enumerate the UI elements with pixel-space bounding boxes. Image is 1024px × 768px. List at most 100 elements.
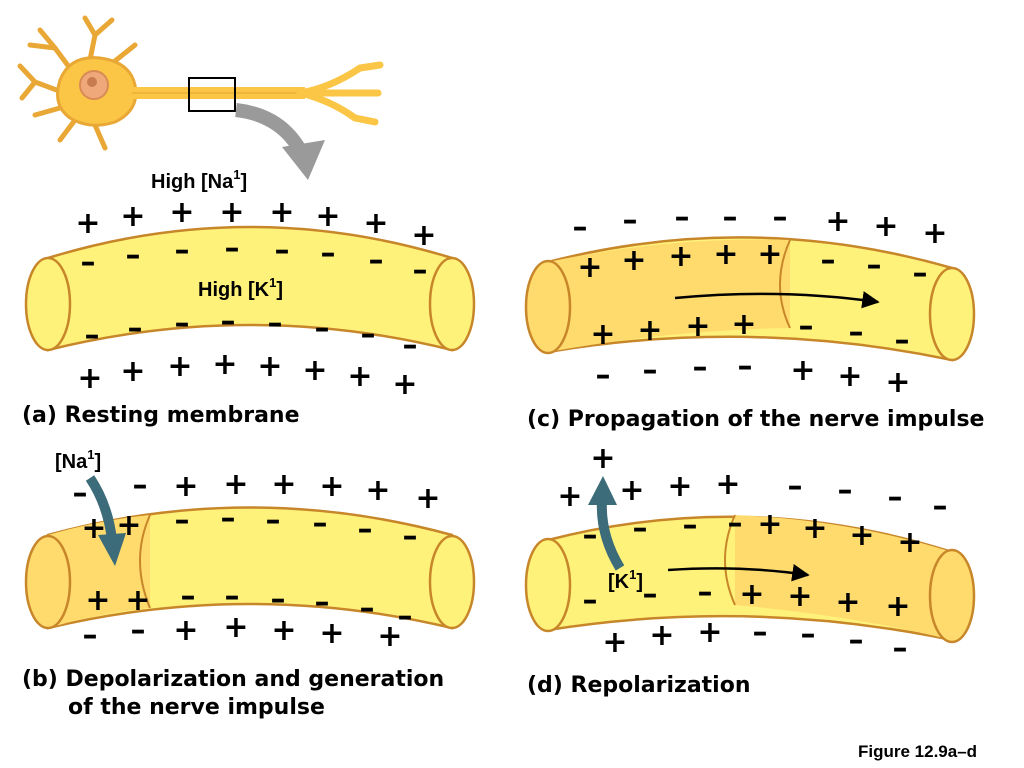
plus-charge: +	[873, 209, 898, 244]
plus-charge: +	[75, 206, 100, 241]
gray-curved-arrow-icon	[235, 103, 325, 180]
plus-charge: +	[757, 507, 782, 542]
minus-charge: –	[723, 200, 738, 235]
plus-charge: +	[885, 589, 910, 624]
plus-charge: +	[347, 359, 372, 394]
minus-charge: –	[131, 613, 146, 648]
minus-charge: –	[728, 506, 743, 541]
plus-charge: +	[602, 625, 627, 660]
plus-charge: +	[621, 243, 646, 278]
minus-charge: –	[360, 591, 375, 626]
minus-charge: –	[838, 473, 853, 508]
plus-charge: +	[731, 307, 756, 342]
high-k-label: High [K1]	[198, 275, 283, 301]
plus-charge: +	[167, 349, 192, 384]
impulse-arrow-icon	[674, 291, 880, 309]
minus-charge: –	[849, 623, 864, 658]
minus-charge: –	[801, 617, 816, 652]
plus-charge: +	[637, 313, 662, 348]
plus-charge: +	[116, 508, 141, 543]
minus-charge: –	[596, 358, 611, 393]
membrane-panel-d	[524, 514, 976, 644]
minus-charge: –	[753, 615, 768, 650]
plus-charge: +	[790, 353, 815, 388]
impulse-arrow-icon	[667, 564, 810, 582]
minus-charge: –	[128, 311, 143, 346]
minus-charge: –	[675, 200, 690, 235]
plus-charge: +	[81, 511, 106, 546]
plus-charge: +	[363, 206, 388, 241]
minus-charge: –	[893, 631, 908, 666]
minus-charge: –	[633, 511, 648, 546]
plus-charge: +	[837, 359, 862, 394]
minus-charge: –	[933, 489, 948, 524]
minus-charge: –	[133, 468, 148, 503]
minus-charge: –	[888, 480, 903, 515]
minus-charge: –	[583, 518, 598, 553]
minus-charge: –	[573, 210, 588, 245]
plus-charge: +	[825, 204, 850, 239]
plus-charge: +	[302, 353, 327, 388]
plus-charge: +	[377, 619, 402, 654]
plus-charge: +	[219, 195, 244, 230]
plus-charge: +	[212, 347, 237, 382]
minus-charge: –	[321, 236, 336, 271]
plus-charge: +	[269, 195, 294, 230]
minus-charge: –	[867, 248, 882, 283]
minus-charge: –	[268, 306, 283, 341]
plus-charge: +	[667, 469, 692, 504]
plus-charge: +	[590, 441, 615, 476]
plus-charge: +	[223, 610, 248, 645]
high-na-label: High [Na1]	[151, 167, 247, 193]
plus-charge: +	[365, 473, 390, 508]
minus-charge: –	[181, 579, 196, 614]
minus-charge: –	[358, 512, 373, 547]
caption-d: (d) Repolarization	[527, 673, 751, 698]
minus-charge: –	[266, 503, 281, 538]
plus-charge: +	[120, 354, 145, 389]
caption-b-line2: of the nerve impulse	[68, 695, 325, 720]
minus-charge: –	[313, 506, 328, 541]
plus-charge: +	[415, 481, 440, 516]
minus-charge: –	[773, 200, 788, 235]
plus-charge: +	[271, 467, 296, 502]
plus-charge: +	[649, 618, 674, 653]
neuron-icon	[17, 15, 384, 151]
plus-charge: +	[271, 613, 296, 648]
minus-charge: –	[126, 238, 141, 273]
minus-charge: –	[85, 318, 100, 353]
plus-charge: +	[787, 579, 812, 614]
minus-charge: –	[73, 476, 88, 511]
caption-b-line1: (b) Depolarization and generation	[22, 667, 444, 692]
plus-charge: +	[319, 469, 344, 504]
minus-charge: –	[221, 501, 236, 536]
minus-charge: –	[175, 233, 190, 268]
plus-charge: +	[319, 616, 344, 651]
plus-charge: +	[120, 199, 145, 234]
minus-charge: –	[849, 315, 864, 350]
minus-charge: –	[693, 350, 708, 385]
minus-charge: –	[275, 233, 290, 268]
plus-charge: +	[77, 361, 102, 396]
figure-label: Figure 12.9a–d	[858, 742, 977, 761]
minus-charge: –	[683, 508, 698, 543]
minus-charge: –	[175, 306, 190, 341]
minus-charge: –	[225, 579, 240, 614]
minus-charge: –	[788, 469, 803, 504]
minus-charge: –	[369, 243, 384, 278]
charge-signs: ++++++++––––––––––––––––++++++++––++++++…	[73, 195, 948, 666]
axon-highlight-box	[188, 77, 236, 112]
plus-charge: +	[849, 518, 874, 553]
plus-charge: +	[715, 467, 740, 502]
plus-charge: +	[835, 585, 860, 620]
plus-charge: +	[922, 216, 947, 251]
plus-charge: +	[685, 309, 710, 344]
minus-charge: –	[799, 309, 814, 344]
minus-charge: –	[315, 311, 330, 346]
caption-c: (c) Propagation of the nerve impulse	[527, 407, 984, 432]
membrane-panel-b	[24, 506, 476, 630]
plus-charge: +	[411, 218, 436, 253]
minus-charge: –	[698, 575, 713, 610]
minus-charge: –	[643, 577, 658, 612]
